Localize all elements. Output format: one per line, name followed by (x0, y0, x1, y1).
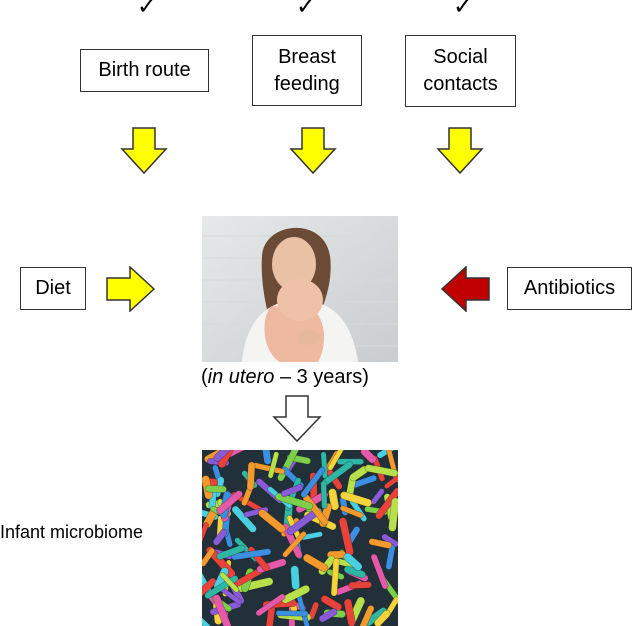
mother-baby-photo (202, 216, 398, 362)
bacterium-shape (327, 450, 350, 471)
bacterium-shape (364, 464, 398, 477)
yellow-down-arrow-icon (436, 127, 484, 175)
factor-label-line1: Breast (278, 45, 336, 68)
bacterium-shape (330, 557, 340, 597)
bacterium-shape (216, 544, 246, 560)
factor-social-contacts: Social contacts (405, 35, 516, 107)
yellow-right-arrow-icon (106, 266, 156, 312)
factor-label-line2: feeding (274, 72, 340, 95)
bacterium-shape (370, 553, 389, 590)
factor-antibiotics: Antibiotics (507, 267, 632, 310)
bacterium-shape (300, 466, 326, 498)
yellow-down-arrow-icon (120, 127, 168, 175)
bacterium-shape (213, 450, 232, 462)
caption-rest: – 3 years) (274, 366, 369, 388)
check-mark-icon: ✓ (453, 0, 474, 20)
caption-italic: in utero (207, 366, 275, 388)
bacterium-shape (339, 491, 373, 508)
bacterium-shape (360, 450, 377, 464)
bacterium-shape (343, 552, 363, 571)
bacterium-shape (318, 608, 338, 623)
factor-diet: Diet (20, 267, 86, 310)
yellow-down-arrow-icon (289, 127, 337, 175)
bacterium-shape (212, 528, 228, 546)
bacterium-shape (348, 581, 372, 589)
bacterium-shape (343, 598, 356, 626)
white-down-arrow-icon (272, 395, 322, 443)
bacterium-shape (267, 451, 280, 479)
bacterium-shape (281, 584, 311, 604)
bacterium-shape (280, 484, 304, 497)
factor-label: Diet (35, 277, 71, 299)
factor-label-line1: Social (433, 46, 488, 68)
bacterium-shape (202, 547, 216, 567)
factor-breast-feeding: Breast feeding (252, 35, 362, 106)
bacterium-shape (368, 538, 393, 549)
bacterium-shape (302, 553, 329, 573)
bacterium-shape (216, 490, 243, 515)
bacterium-shape (212, 594, 232, 626)
bacterium-shape (375, 487, 398, 520)
bacterium-shape (320, 480, 328, 509)
bacterium-shape (219, 571, 240, 593)
check-mark-icon: ✓ (137, 0, 158, 20)
factor-label: Antibiotics (523, 277, 616, 299)
factor-birth-route: Birth route (80, 49, 209, 92)
caption-open: ( (201, 366, 208, 388)
age-range-caption: (in utero – 3 years) (201, 366, 369, 389)
bacterium-shape (385, 544, 396, 570)
bacterium-shape (246, 461, 256, 491)
bacterium-shape (383, 473, 398, 489)
bacterium-shape (258, 509, 286, 533)
bacterium-shape (388, 497, 398, 532)
bacterium-shape (320, 595, 343, 612)
bacterium-shape (275, 492, 314, 511)
factor-label-line2: contacts (423, 73, 498, 95)
check-mark-icon: ✓ (296, 0, 317, 20)
bacterium-shape (202, 577, 217, 600)
bacterium-shape (359, 605, 375, 626)
bacterium-shape (204, 485, 227, 493)
bacterium-shape (202, 610, 216, 626)
bacterium-shape (290, 565, 301, 590)
bacterium-shape (275, 610, 309, 617)
microbiome-image (202, 450, 398, 626)
bacterium-shape (339, 505, 364, 519)
bacterium-shape (262, 450, 272, 465)
bacterium-shape (370, 488, 385, 505)
bacterium-shape (282, 531, 307, 558)
bacterium-shape (255, 593, 286, 617)
factor-label: Birth route (98, 59, 191, 81)
red-left-arrow-icon (440, 266, 490, 312)
infant-microbiome-label: Infant microbiome (0, 522, 144, 542)
bacterium-shape (231, 548, 272, 561)
bacterium-shape (202, 522, 209, 550)
